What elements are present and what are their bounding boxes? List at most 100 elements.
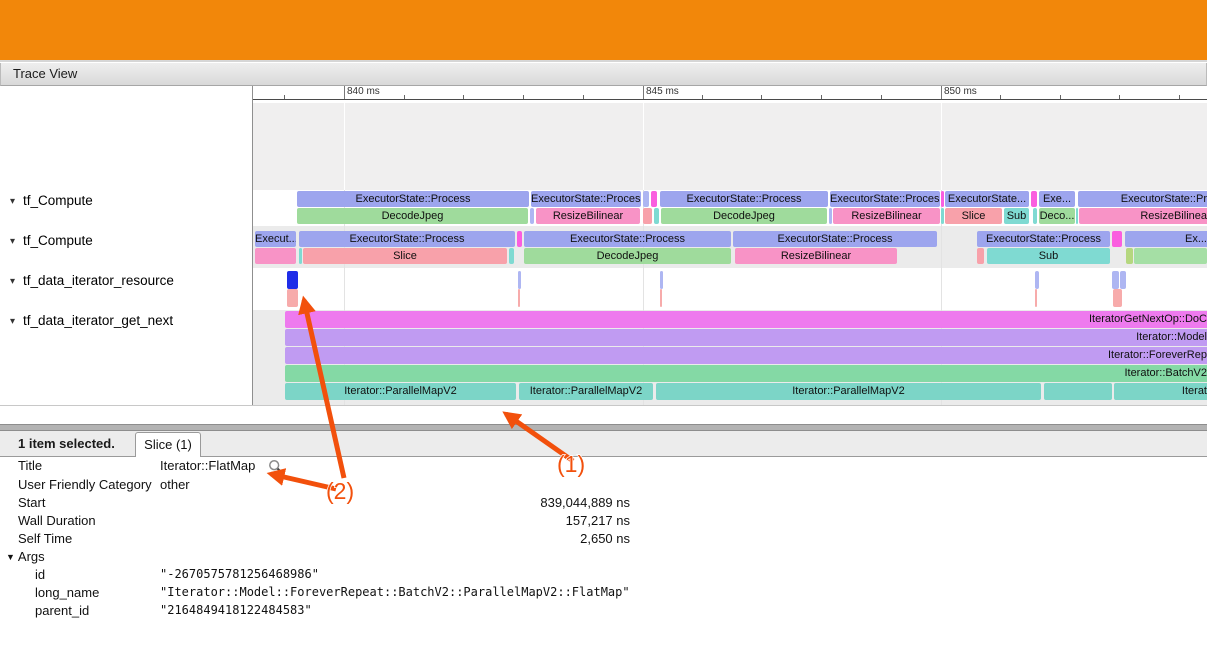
timeline-bottom-border [0, 405, 1207, 406]
magnifier-icon[interactable] [268, 459, 284, 475]
trace-event[interactable] [1035, 271, 1039, 289]
trace-event[interactable]: Exe... [1039, 191, 1075, 207]
trace-event[interactable]: Iterator::Model [285, 329, 1207, 346]
page-title: Trace View [13, 66, 78, 81]
panel-splitter[interactable] [0, 424, 1207, 431]
track-label-text: tf_Compute [23, 233, 93, 248]
trace-event[interactable]: Iterat [1114, 383, 1207, 400]
trace-event[interactable]: Iterator::BatchV2 [285, 365, 1207, 382]
ruler-minor-tick [1179, 95, 1181, 99]
gridline [941, 190, 942, 405]
trace-event[interactable] [654, 208, 659, 224]
trace-event[interactable] [1033, 208, 1037, 224]
trace-event[interactable]: ExecutorState::Process [299, 231, 515, 247]
trace-event[interactable]: ExecutorState::Pr [1078, 191, 1207, 207]
arg-key: id [35, 567, 46, 582]
trace-event[interactable]: Iterator::ParallelMapV2 [656, 383, 1041, 400]
trace-event[interactable] [643, 208, 652, 224]
trace-event[interactable]: Slice [945, 208, 1002, 224]
trace-event[interactable] [518, 289, 520, 307]
trace-event[interactable]: ExecutorState::Process [977, 231, 1110, 247]
trace-event[interactable]: ExecutorState::Process [830, 191, 940, 207]
trace-event[interactable]: ExecutorState::Process [531, 191, 641, 207]
trace-event[interactable] [1076, 208, 1078, 224]
details-tab-bar: 1 item selected. [0, 431, 1207, 457]
trace-event[interactable]: Iterator::ParallelMapV2 [519, 383, 653, 400]
ruler-minor-tick [821, 95, 823, 99]
trace-event[interactable] [1113, 289, 1122, 307]
trace-event[interactable]: DecodeJpeg [297, 208, 528, 224]
trace-event[interactable] [530, 208, 534, 224]
arg-value: "-2670575781256468986" [160, 567, 319, 581]
trace-event[interactable] [1120, 271, 1126, 289]
gridline [643, 103, 644, 190]
trace-event[interactable]: ResizeBilinear [833, 208, 940, 224]
trace-event[interactable] [941, 191, 944, 207]
trace-event[interactable]: Execut... [255, 231, 296, 247]
trace-event[interactable]: DecodeJpeg [524, 248, 731, 264]
detail-field-label: Start [18, 495, 46, 510]
ruler-minor-tick [582, 95, 584, 99]
trace-event[interactable]: ResizeBilinea [1079, 208, 1207, 224]
trace-event[interactable] [651, 191, 657, 207]
track-label-tf-data-iterator-get-next[interactable]: ▾tf_data_iterator_get_next [10, 313, 173, 328]
arg-value: "2164849418122484583" [160, 603, 312, 617]
trace-event[interactable] [941, 208, 944, 224]
trace-event[interactable] [829, 208, 832, 224]
trace-event[interactable] [1126, 248, 1133, 264]
trace-event[interactable] [660, 289, 662, 307]
tab-slice[interactable]: Slice (1) [135, 432, 201, 457]
args-expand-triangle-icon[interactable]: ▼ [6, 552, 15, 562]
trace-event[interactable] [287, 271, 298, 289]
trace-event[interactable] [517, 231, 522, 247]
trace-event[interactable]: ResizeBilinear [536, 208, 640, 224]
trace-event[interactable]: ExecutorState::Process [297, 191, 529, 207]
trace-event[interactable] [977, 248, 984, 264]
trace-event[interactable]: ExecutorState... [945, 191, 1029, 207]
trace-event[interactable] [255, 248, 296, 264]
trace-event[interactable]: ExecutorState::Process [660, 191, 828, 207]
trace-event[interactable]: IteratorGetNextOp::DoC [285, 311, 1207, 328]
detail-field-value: Iterator::FlatMap [160, 458, 256, 473]
trace-event[interactable]: Slice [303, 248, 507, 264]
timeline-upper-area [253, 103, 1207, 190]
trace-event[interactable]: Deco... [1039, 208, 1075, 224]
trace-event[interactable] [287, 289, 298, 307]
detail-field-label: User Friendly Category [18, 477, 152, 492]
detail-field-value: 157,217 ns [565, 513, 630, 528]
trace-event[interactable] [509, 248, 514, 264]
trace-event[interactable] [299, 248, 302, 264]
trace-event[interactable] [1044, 383, 1112, 400]
track-label-tf-compute[interactable]: ▾ tf_Compute [10, 233, 93, 248]
trace-event[interactable]: ResizeBilinear [735, 248, 897, 264]
trace-event[interactable] [1035, 289, 1037, 307]
trace-event[interactable] [660, 271, 663, 289]
collapse-triangle-icon[interactable]: ▾ [10, 316, 16, 327]
collapse-triangle-icon[interactable]: ▾ [10, 196, 16, 207]
trace-event[interactable] [1112, 271, 1119, 289]
trace-event[interactable]: Sub [1004, 208, 1029, 224]
trace-event[interactable] [643, 191, 649, 207]
track-label-text: tf_data_iterator_resource [23, 273, 174, 288]
gridline [344, 190, 345, 405]
trace-event[interactable]: ExecutorState::Process [733, 231, 937, 247]
trace-event[interactable]: Iterator::ForeverRep [285, 347, 1207, 364]
detail-field-value: other [160, 477, 190, 492]
ruler-major-tick [344, 86, 345, 99]
trace-event[interactable]: DecodeJpeg [661, 208, 827, 224]
track-label-tf-data-iterator-resource[interactable]: ▾ tf_data_iterator_resource [10, 273, 174, 288]
trace-event[interactable]: Iterator::ParallelMapV2 [285, 383, 516, 400]
trace-event[interactable]: ExecutorState::Process [524, 231, 731, 247]
track-label-tf-compute[interactable]: ▾tf_Compute [10, 193, 93, 208]
trace-event[interactable] [1031, 191, 1037, 207]
collapse-triangle-icon[interactable]: ▾ [10, 236, 16, 247]
trace-event[interactable] [518, 271, 521, 289]
args-toggle[interactable]: ▼Args [6, 549, 45, 564]
collapse-triangle-icon[interactable]: ▾ [10, 276, 16, 287]
trace-event[interactable]: Ex... [1125, 231, 1207, 247]
trace-event[interactable] [1112, 231, 1122, 247]
trace-event[interactable] [1134, 248, 1207, 264]
trace-event[interactable]: Sub [987, 248, 1110, 264]
